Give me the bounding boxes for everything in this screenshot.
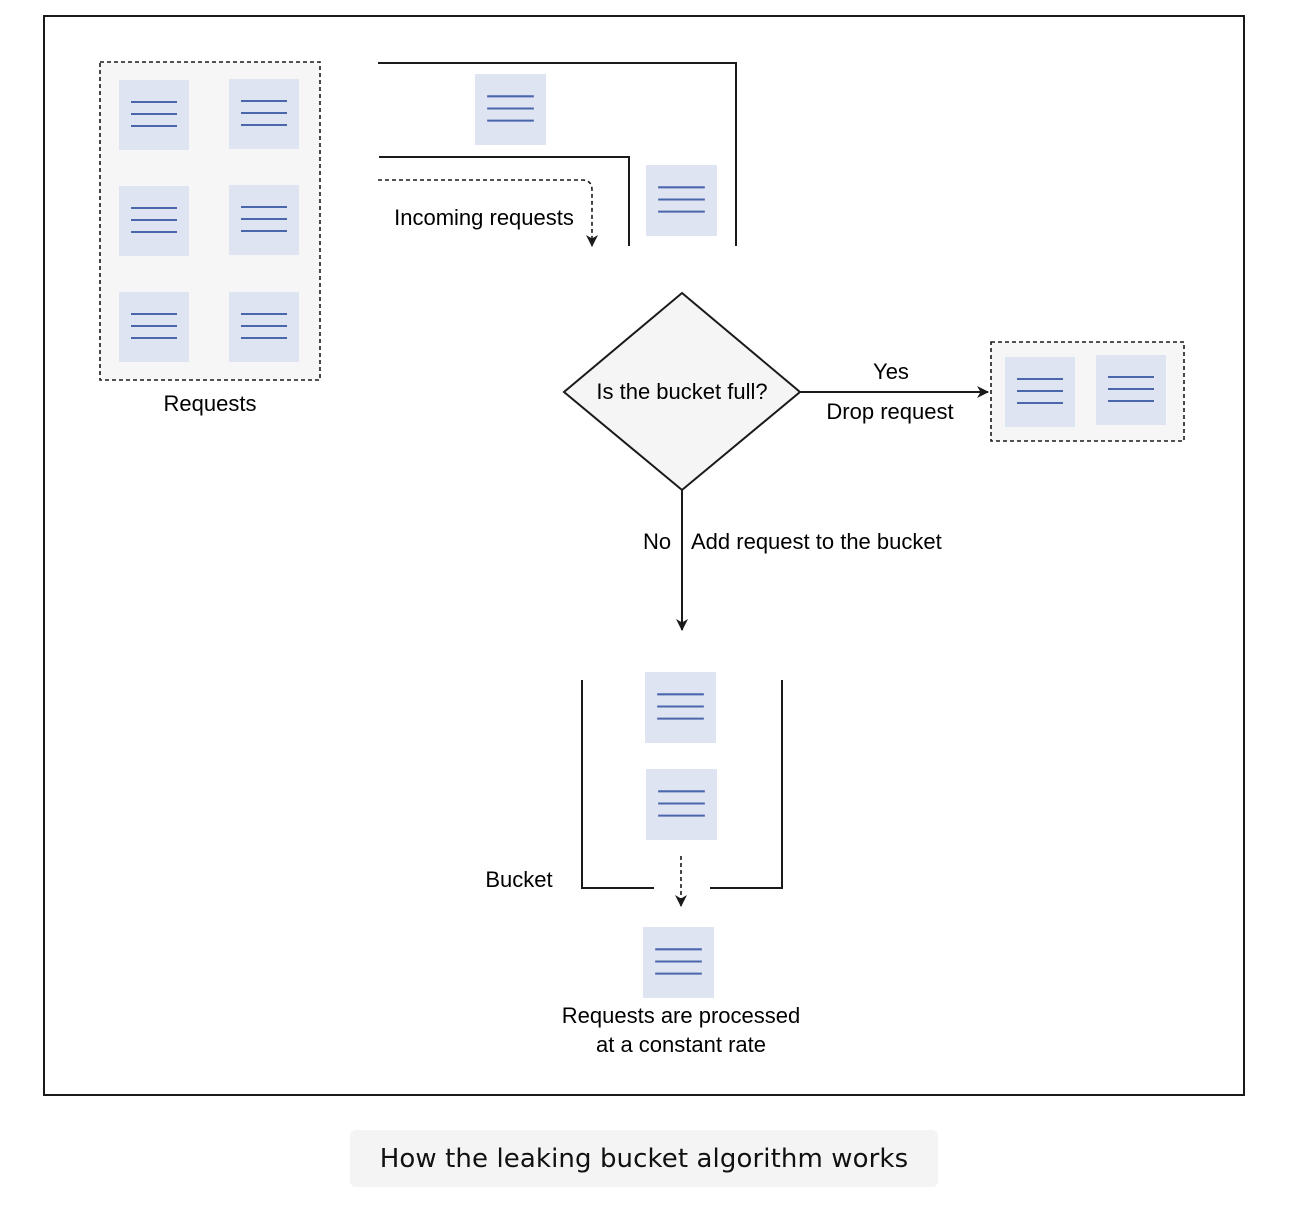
request-icon [229, 79, 299, 149]
request-icon [229, 185, 299, 255]
incoming-channel-inner [379, 156, 630, 246]
request-icon [1096, 355, 1166, 425]
incoming-channel-outer [378, 62, 737, 246]
figure-caption: How the leaking bucket algorithm works [379, 1143, 909, 1174]
request-icon [119, 186, 189, 256]
drop-request-label: Drop request [826, 399, 953, 424]
yes-label: Yes [873, 359, 909, 384]
request-icon [645, 672, 716, 743]
request-icon [229, 292, 299, 362]
no-label: No [643, 529, 671, 554]
incoming-requests-label: Incoming requests [394, 205, 574, 230]
request-icon [646, 769, 717, 840]
caption-box: How the leaking bucket algorithm works [350, 1130, 938, 1187]
bucket-right-wall [710, 680, 783, 889]
processed-label-line1: Requests are processed [562, 1003, 800, 1028]
request-icon [1005, 357, 1075, 427]
request-icon [643, 927, 714, 998]
processed-label-line2: at a constant rate [596, 1032, 766, 1057]
decision-label: Is the bucket full? [596, 379, 767, 404]
request-icon [119, 292, 189, 362]
requests-label: Requests [164, 391, 257, 416]
add-request-label: Add request to the bucket [691, 529, 942, 554]
bucket-left-wall [581, 680, 654, 889]
request-icon [646, 165, 717, 236]
request-icon [475, 74, 546, 145]
request-icon [119, 80, 189, 150]
bucket-label: Bucket [485, 867, 552, 892]
incoming-requests-arrow [378, 179, 598, 247]
